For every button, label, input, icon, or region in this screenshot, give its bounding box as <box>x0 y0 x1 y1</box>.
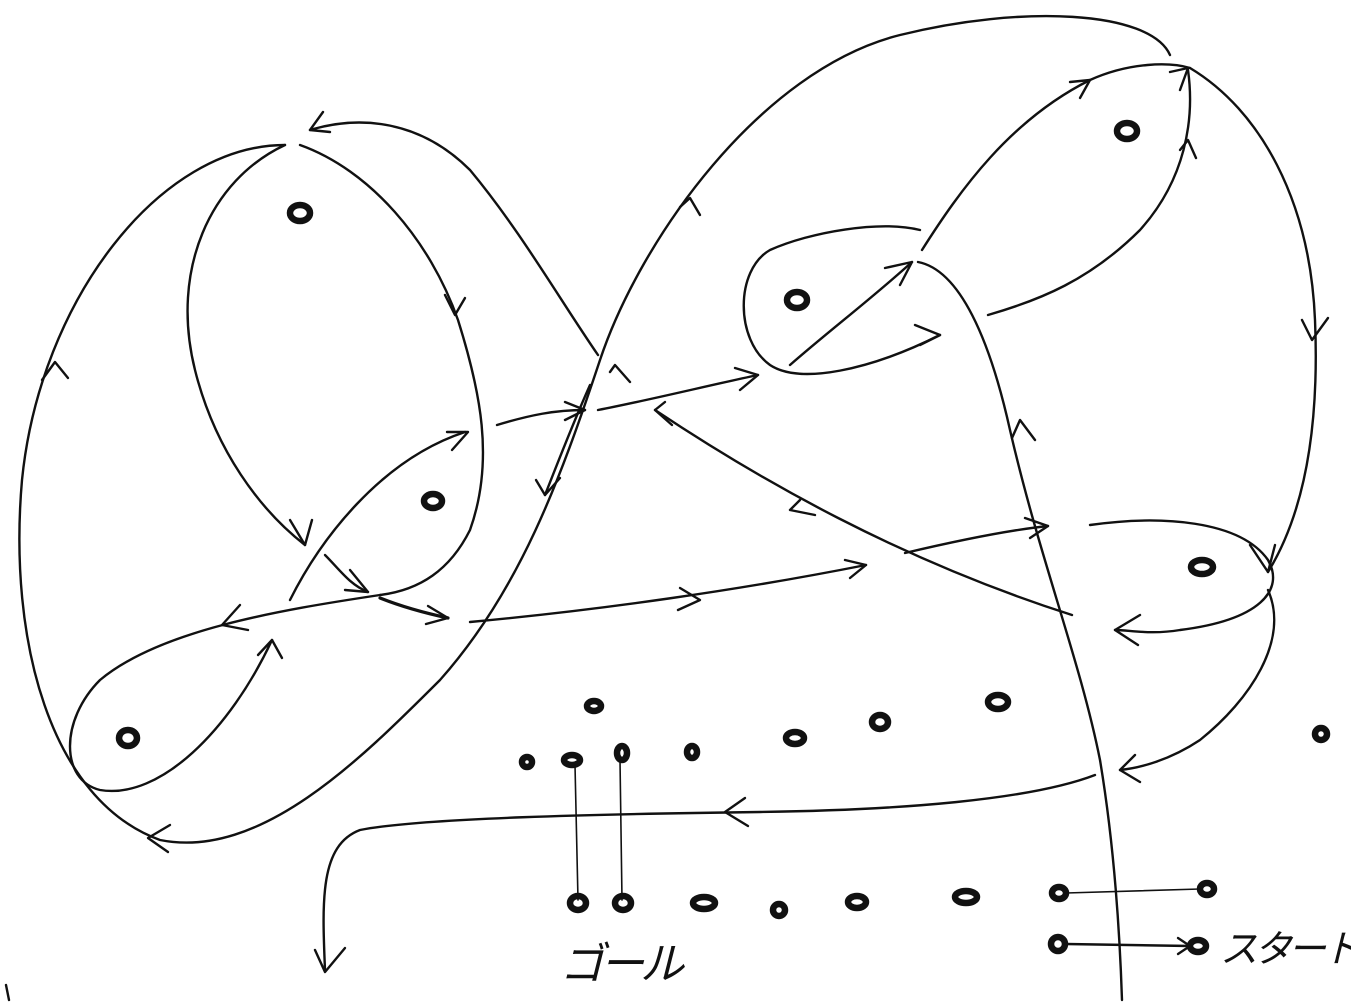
crossing-to-right-loop <box>598 375 758 410</box>
node <box>617 746 627 760</box>
node <box>955 891 977 903</box>
outer-left-loop <box>19 16 1170 842</box>
upper-crossing-arc <box>310 123 598 355</box>
start-connector <box>1066 889 1200 893</box>
arrowhead <box>610 365 630 382</box>
node <box>1191 560 1213 574</box>
arrowhead <box>1170 68 1188 90</box>
node <box>787 292 807 308</box>
node <box>1200 883 1214 895</box>
middle-out-arrow-1 <box>325 555 368 592</box>
bottom-right-loop <box>1090 521 1273 633</box>
vertical-connector <box>575 765 578 900</box>
node <box>1315 728 1327 740</box>
vertical-connector <box>620 760 622 900</box>
node <box>1051 937 1065 951</box>
edge-mark <box>6 985 9 1000</box>
middle-out-arrow-2 <box>380 598 448 618</box>
bottom-sweep-left <box>324 775 1095 970</box>
node <box>424 494 442 508</box>
node <box>848 896 866 908</box>
node <box>773 904 785 916</box>
arrowhead <box>258 640 282 658</box>
arrowhead <box>678 588 700 610</box>
node <box>587 701 601 711</box>
node <box>687 746 697 758</box>
arrowhead <box>790 500 815 515</box>
node <box>786 732 804 744</box>
middle-horizontal-path <box>470 565 866 622</box>
inner-top-right-curve <box>988 70 1190 315</box>
arrowhead <box>222 605 248 630</box>
node <box>615 896 631 910</box>
diagonal-to-crossing <box>655 410 1072 615</box>
node <box>988 695 1008 709</box>
node <box>564 755 580 765</box>
arrowhead <box>1012 420 1035 440</box>
node <box>1190 940 1206 952</box>
ascending-to-top <box>922 64 1190 250</box>
node <box>522 757 532 767</box>
left-cluster <box>19 16 1170 842</box>
large-nodes <box>119 123 1213 746</box>
loop-to-top-path <box>790 262 912 365</box>
inner-left-loop <box>188 145 305 545</box>
node <box>290 205 310 221</box>
middle-row-nodes <box>522 695 1327 767</box>
long-vertical-path <box>918 262 1122 1000</box>
goal-label: ゴール <box>560 928 680 992</box>
arrowhead <box>315 948 345 972</box>
right-upper-loop <box>744 226 940 374</box>
left-oval-right-side <box>300 145 483 595</box>
crossing-down-left <box>545 385 590 495</box>
start-connectors <box>1066 889 1200 954</box>
start-label: スタート <box>1220 918 1351 973</box>
right-outer-arc <box>1190 68 1316 572</box>
node <box>119 730 137 746</box>
node <box>872 715 888 729</box>
arrowhead <box>915 325 940 345</box>
node <box>693 897 715 909</box>
start-connector <box>1066 944 1190 946</box>
arrowhead <box>680 198 700 215</box>
node <box>570 896 586 910</box>
right-to-bottom-sweep <box>1120 590 1274 770</box>
arrowhead <box>655 402 672 425</box>
vertical-connectors <box>575 760 622 900</box>
middle-node-loop <box>290 432 465 600</box>
right-cluster <box>324 64 1316 1000</box>
node <box>1052 887 1066 899</box>
segment-to-right-cluster <box>905 526 1048 553</box>
node <box>1117 123 1137 139</box>
